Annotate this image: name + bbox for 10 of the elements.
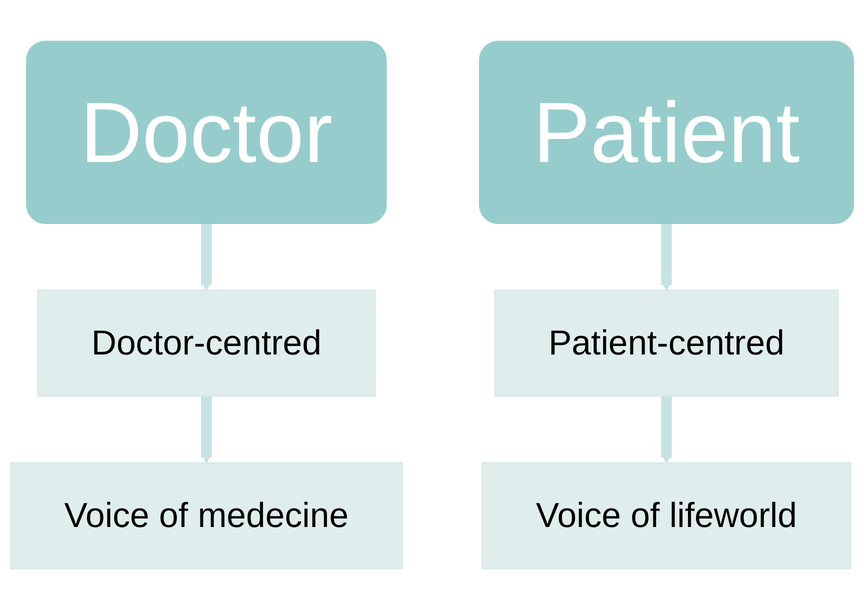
node-box: Doctor-centred: [37, 290, 376, 397]
arrow: [200, 223, 212, 291]
node-box: Patient-centred: [494, 290, 839, 397]
arrow: [660, 396, 672, 464]
node-box: Patient: [478, 40, 854, 224]
node-box: Voice of medecine: [10, 462, 403, 570]
node-box: Voice of lifeworld: [482, 462, 852, 570]
arrow: [660, 223, 672, 291]
arrow: [200, 396, 212, 464]
node-box: Doctor: [26, 40, 387, 224]
